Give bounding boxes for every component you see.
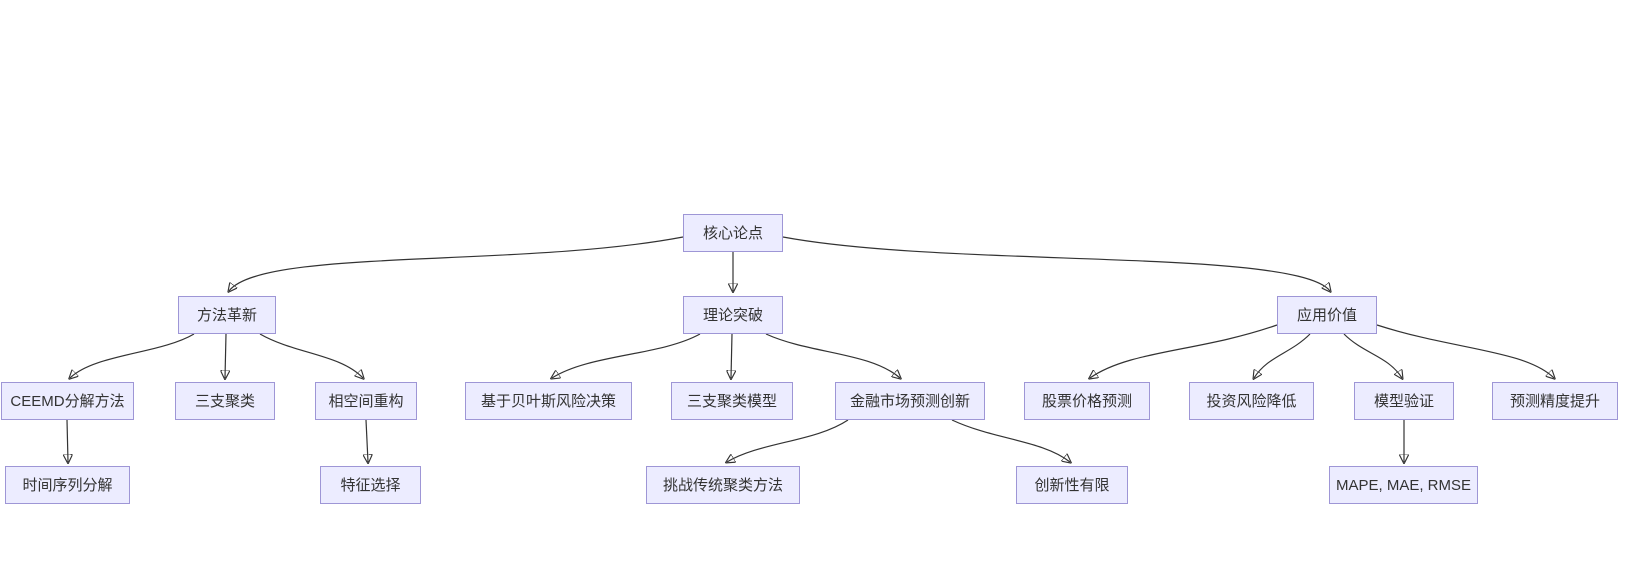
edge-theory-to-bayesian	[552, 333, 701, 378]
node-evaluation-metrics: MAPE, MAE, RMSE	[1329, 466, 1478, 504]
node-three-way-clustering: 三支聚类	[175, 382, 275, 420]
edge-financial-to-limited-innovation	[951, 419, 1070, 462]
node-stock-price-prediction: 股票价格预测	[1024, 382, 1150, 420]
edge-method-to-three-way-clustering	[225, 333, 226, 378]
node-investment-risk-reduction: 投资风险降低	[1189, 382, 1314, 420]
edge-financial-to-challenge-traditional	[727, 419, 849, 462]
node-bayesian-risk-decision: 基于贝叶斯风险决策	[465, 382, 632, 420]
edge-ceemd-to-time-series	[67, 419, 68, 462]
node-time-series-decomposition: 时间序列分解	[5, 466, 130, 504]
node-limited-innovation: 创新性有限	[1016, 466, 1128, 504]
node-challenge-traditional-clustering: 挑战传统聚类方法	[646, 466, 800, 504]
edge-value-to-risk-reduction	[1254, 333, 1311, 378]
edge-value-to-accuracy-improvement	[1376, 324, 1554, 378]
node-method-innovation: 方法革新	[178, 296, 276, 334]
node-three-way-clustering-model: 三支聚类模型	[671, 382, 793, 420]
edge-core-to-method-innovation	[229, 236, 684, 291]
edge-theory-to-financial-innovation	[765, 333, 900, 378]
node-ceemd-decomposition: CEEMD分解方法	[1, 382, 134, 420]
edge-theory-to-twc-model	[731, 333, 732, 378]
edge-core-to-application-value	[782, 236, 1330, 291]
node-financial-market-prediction-innovation: 金融市场预测创新	[835, 382, 985, 420]
node-core-thesis: 核心论点	[683, 214, 783, 252]
edge-method-to-ceemd	[70, 333, 195, 378]
node-feature-selection: 特征选择	[320, 466, 421, 504]
edge-value-to-model-validation	[1343, 333, 1402, 378]
node-application-value: 应用价值	[1277, 296, 1377, 334]
edge-phase-space-to-feature-selection	[366, 419, 368, 462]
node-theory-breakthrough: 理论突破	[683, 296, 783, 334]
node-prediction-accuracy-improvement: 预测精度提升	[1492, 382, 1618, 420]
node-phase-space-reconstruction: 相空间重构	[315, 382, 417, 420]
edge-value-to-stock-prediction	[1090, 324, 1278, 378]
edge-method-to-phase-space	[259, 333, 363, 378]
node-model-validation: 模型验证	[1354, 382, 1454, 420]
